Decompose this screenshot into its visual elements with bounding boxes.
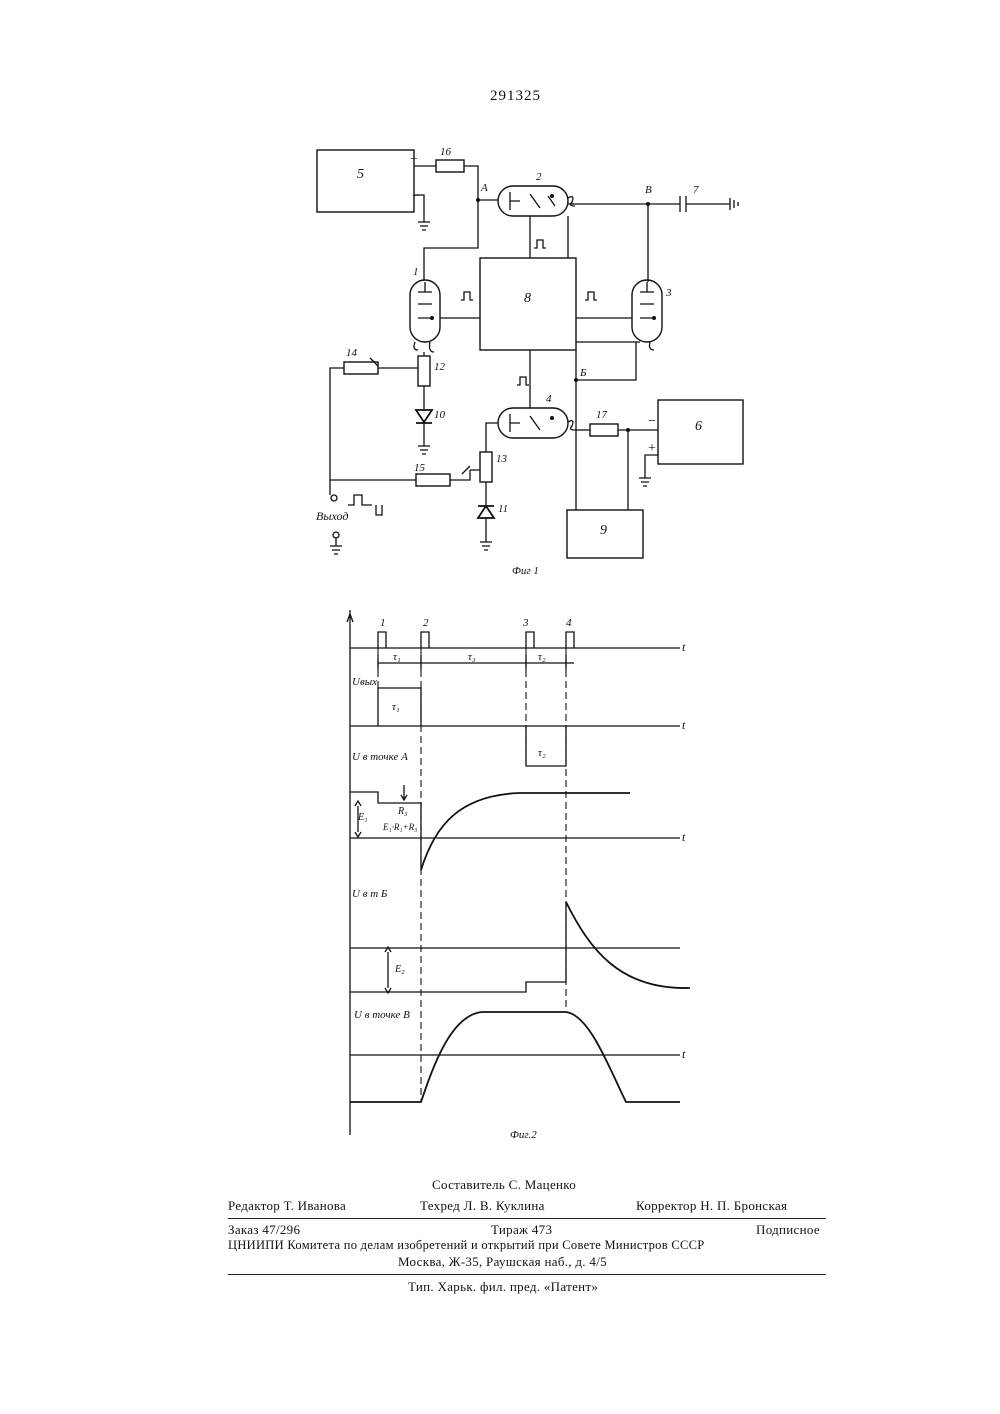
imprint-corrector: Корректор Н. П. Бронская <box>636 1198 787 1214</box>
imprint-institute: ЦНИИПИ Комитета по делам изобретений и о… <box>228 1238 705 1253</box>
axis-t-3: t <box>682 830 686 844</box>
uvyh-neg-pulse <box>526 726 566 766</box>
trace-label-uvyh: Uвых <box>352 676 377 688</box>
pulse-3 <box>526 632 534 648</box>
interval-t1: τ₁ <box>393 651 401 663</box>
imprint-rule-2 <box>228 1274 826 1275</box>
imprint-circulation: Тираж 473 <box>491 1222 552 1238</box>
trace-label-v: U в точке В <box>354 1009 410 1021</box>
curve-b-discharge <box>566 902 690 988</box>
label-e2: E₂ <box>394 964 405 975</box>
pulse-label-2: 2 <box>423 617 429 629</box>
trace-label-a: U в точке А <box>352 751 408 763</box>
interval-t3: τ₃ <box>468 651 476 663</box>
uvyh-tau2: τ₂ <box>538 747 546 759</box>
pulse-label-1: 1 <box>380 617 386 629</box>
label-e1r: E₁·R₁+R₃ <box>382 822 417 832</box>
imprint-order: Заказ 47/296 <box>228 1222 300 1238</box>
imprint-address: Москва, Ж-35, Раушская наб., д. 4/5 <box>398 1254 607 1270</box>
axis-t-1: t <box>682 640 686 654</box>
fig2-caption: Фиг.2 <box>510 1129 537 1141</box>
label-e1: E₁ <box>357 812 368 823</box>
axis-t-5: t <box>682 1047 686 1061</box>
trace-label-b: U в т Б <box>352 888 388 900</box>
pulse-4 <box>566 632 574 648</box>
curve-v <box>350 1012 680 1102</box>
imprint-printer: Тип. Харьк. фил. пред. «Патент» <box>408 1279 598 1295</box>
imprint-subscription: Подписное <box>756 1222 820 1238</box>
pulse-label-3: 3 <box>522 617 529 629</box>
pulse-2 <box>421 632 429 648</box>
pulse-label-4: 4 <box>566 617 572 629</box>
uvyh-tau1: τ₁ <box>392 701 400 713</box>
imprint-rule-1 <box>228 1218 826 1219</box>
curve-a-charge <box>421 793 630 870</box>
label-r3: R₃ <box>397 806 408 817</box>
interval-t2: τ₂ <box>538 651 546 663</box>
imprint-editor: Редактор Т. Иванова <box>228 1198 346 1214</box>
imprint-techeditor: Техред Л. В. Куклина <box>420 1198 545 1214</box>
imprint-compiler: Составитель С. Маценко <box>432 1177 576 1193</box>
pulse-1 <box>378 632 386 648</box>
axis-t-2: t <box>682 718 686 732</box>
